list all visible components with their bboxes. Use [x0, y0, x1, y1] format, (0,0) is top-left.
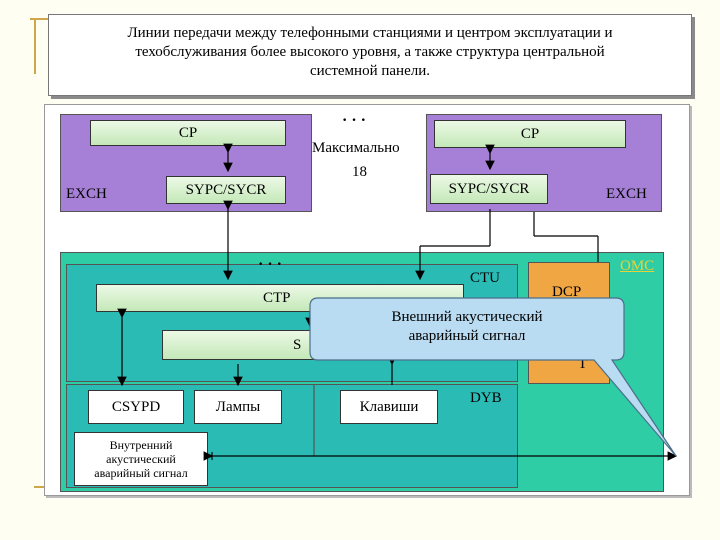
- dcp-label: DCP: [552, 284, 582, 300]
- ctp-label: CTP: [263, 289, 291, 306]
- slide-title: Линии передачи между телефонными станция…: [48, 14, 692, 96]
- left-cp-box: CP: [90, 120, 286, 146]
- omc-label: OMC: [620, 258, 655, 274]
- lamps-label: Лампы: [215, 398, 261, 415]
- lamps-box: Лампы: [194, 390, 282, 424]
- right-exch-label: EXCH: [606, 186, 647, 202]
- s-label: S: [293, 336, 302, 353]
- csypd-label: CSYPD: [111, 398, 161, 415]
- title-line-3: системной панели.: [310, 63, 430, 79]
- max-count: 18: [352, 164, 367, 180]
- right-cp-box: CP: [434, 120, 626, 148]
- left-cp-label: CP: [178, 124, 198, 141]
- ctu-label: CTU: [470, 270, 500, 286]
- right-sypc-box: SYPC/SYCR: [430, 174, 548, 204]
- external-alarm-line-2: аварийный сигнал: [408, 328, 526, 344]
- middle-dots: · · ·: [342, 112, 367, 129]
- ctp-dots: · · ·: [258, 256, 283, 273]
- external-alarm-callout: Внешний акустический аварийный сигнал: [310, 308, 624, 346]
- dyb-label: DYB: [470, 390, 502, 406]
- internal-alarm-line-2: акустический: [106, 452, 176, 466]
- title-line-1: Линии передачи между телефонными станция…: [127, 25, 613, 41]
- keys-label: Клавиши: [359, 398, 419, 415]
- t-label: T: [578, 356, 588, 372]
- external-alarm-line-1: Внешний акустический: [391, 309, 543, 325]
- csypd-box: CSYPD: [88, 390, 184, 424]
- internal-alarm-box: Внутренний акустический аварийный сигнал: [74, 432, 208, 486]
- right-cp-label: CP: [520, 125, 540, 142]
- internal-alarm-line-3: аварийный сигнал: [94, 466, 188, 480]
- decorative-line-left: [34, 18, 36, 74]
- keys-box: Клавиши: [340, 390, 438, 424]
- title-line-2: техобслуживания более высокого уровня, а…: [135, 44, 605, 60]
- right-sypc-label: SYPC/SYCR: [448, 180, 530, 197]
- internal-alarm-line-1: Внутренний: [109, 438, 173, 452]
- left-sypc-label: SYPC/SYCR: [185, 181, 267, 198]
- left-exch-label: EXCH: [66, 186, 107, 202]
- decorative-line-top: [30, 18, 60, 20]
- max-label: Максимально: [312, 140, 400, 156]
